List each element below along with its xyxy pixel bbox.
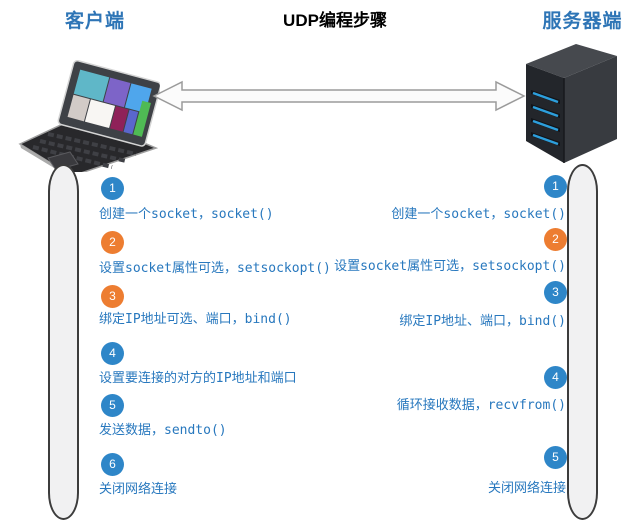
step-text: 设置socket属性可选，setsockopt() <box>99 261 331 276</box>
step-badge: 2 <box>544 228 567 251</box>
step-badge: 4 <box>544 366 567 389</box>
step-text: 循环接收数据，recvfrom() <box>396 398 566 413</box>
client-timeline-bar <box>48 164 79 520</box>
step-badge: 5 <box>544 446 567 469</box>
step-text: 创建一个socket，socket() <box>99 207 274 222</box>
step-badge: 5 <box>101 394 124 417</box>
step-badge: 1 <box>544 175 567 198</box>
step-badge: 4 <box>101 342 124 365</box>
step-text: 设置要连接的对方的IP地址和端口 <box>99 371 297 386</box>
step-text: 绑定IP地址可选、端口，bind() <box>99 312 292 327</box>
step-text: 发送数据，sendto() <box>99 423 227 438</box>
step-badge: 3 <box>101 285 124 308</box>
step-badge: 2 <box>101 231 124 254</box>
step-text: 创建一个socket，socket() <box>391 207 566 222</box>
double-arrow-icon <box>150 78 528 119</box>
server-timeline-bar <box>567 164 598 520</box>
step-text: 绑定IP地址、端口，bind() <box>399 314 566 329</box>
page-title: UDP编程步骤 <box>283 11 387 30</box>
laptop-icon <box>8 30 162 180</box>
step-text: 设置socket属性可选，setsockopt() <box>334 259 566 274</box>
step-text: 关闭网络连接 <box>99 482 178 497</box>
step-text: 关闭网络连接 <box>487 481 566 496</box>
step-badge: 3 <box>544 281 567 304</box>
server-label: 服务器端 <box>542 11 623 32</box>
client-label: 客户端 <box>64 11 125 32</box>
step-badge: 1 <box>101 177 124 200</box>
step-badge: 6 <box>101 453 124 476</box>
server-icon <box>524 40 619 171</box>
